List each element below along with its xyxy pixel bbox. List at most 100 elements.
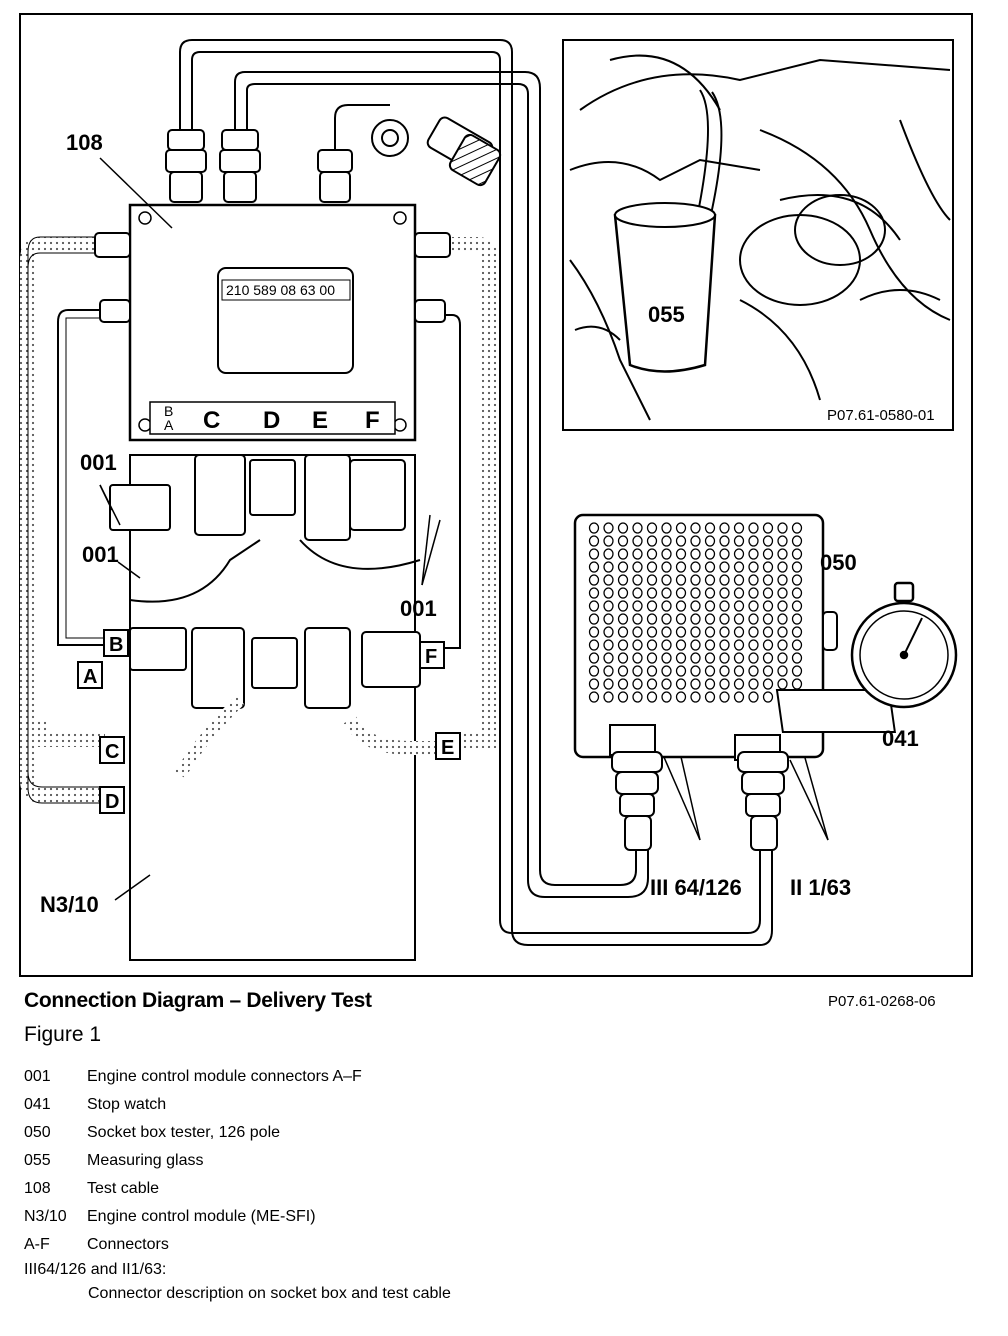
socket-pin [632, 691, 643, 703]
legend-item: 108 Test cable [24, 1175, 584, 1203]
socket-pin [588, 665, 600, 677]
legend-key: 108 [24, 1180, 51, 1197]
figure-caption: Connection Diagram – Delivery Test P07.6… [0, 985, 1008, 1336]
socket-pin [690, 678, 701, 690]
legend: 001 Engine control module connectors A–F… [24, 1063, 584, 1303]
socket-pin [588, 535, 600, 547]
socket-pin [791, 600, 803, 612]
socket-pin [791, 587, 803, 599]
socket-pin [617, 639, 629, 651]
socket-pin [646, 574, 658, 586]
socket-pin [632, 574, 643, 586]
socket-pin [719, 548, 730, 560]
socket-pin [675, 665, 687, 677]
socket-pin [704, 574, 716, 586]
legend-item: A-F Connectors [24, 1231, 584, 1259]
socket-pin [675, 535, 687, 547]
socket-pin [603, 574, 614, 586]
socket-pin [748, 652, 759, 664]
socket-pin [719, 535, 730, 547]
right-harness [343, 237, 498, 755]
socket-pin [661, 665, 672, 677]
socket-pin [632, 665, 643, 677]
socket-pin [675, 574, 687, 586]
main-cable [179, 39, 773, 946]
socket-pin [704, 691, 716, 703]
socket-pin [632, 613, 643, 625]
socket-pin [646, 691, 658, 703]
callout-001-upper: 001 [80, 450, 117, 475]
socket-pin [632, 561, 643, 573]
caption-figure-number: Figure 1 [24, 1023, 102, 1046]
socket-pin [661, 548, 672, 560]
socket-pin [762, 652, 774, 664]
socket-pin [661, 626, 672, 638]
socket-pin [690, 600, 701, 612]
socket-pin [632, 626, 643, 638]
leader-lines [99, 157, 829, 901]
socket-pin [646, 639, 658, 651]
socket-pin [748, 600, 759, 612]
socket-pin [791, 652, 803, 664]
tag-d-box [99, 786, 125, 814]
legend-footnote-description: Connector description on socket box and … [88, 1285, 451, 1302]
socket-pin [719, 574, 730, 586]
socket-pin [704, 652, 716, 664]
legend-key: 041 [24, 1096, 51, 1113]
socket-pin [690, 561, 701, 573]
socket-pin [719, 600, 730, 612]
socket-pin [617, 574, 629, 586]
socket-pin [675, 522, 687, 534]
socket-pin [646, 613, 658, 625]
socket-pin [661, 652, 672, 664]
socket-pin [603, 652, 614, 664]
socket-pin [632, 639, 643, 651]
socket-pin [588, 561, 600, 573]
socket-pin [748, 561, 759, 573]
socket-pin [646, 652, 658, 664]
socket-pin [748, 678, 759, 690]
socket-pin [617, 626, 629, 638]
socket-pin [762, 678, 774, 690]
socket-pin [588, 678, 600, 690]
socket-pin [777, 678, 788, 690]
callout-iii-64-126: III 64/126 [650, 875, 742, 900]
socket-pin [704, 600, 716, 612]
socket-pin [791, 639, 803, 651]
socket-pin [733, 587, 745, 599]
socket-pin [675, 587, 687, 599]
socket-pin [603, 626, 614, 638]
socket-pin [733, 574, 745, 586]
socket-pin [748, 639, 759, 651]
socket-pin [690, 587, 701, 599]
socket-pin [675, 652, 687, 664]
connector-tags [77, 629, 461, 814]
socket-pin [661, 600, 672, 612]
legend-text: Test cable [87, 1180, 160, 1197]
tag-b-box [103, 629, 129, 657]
socket-pin [748, 535, 759, 547]
socket-pin [690, 574, 701, 586]
callout-001-right: 001 [400, 596, 437, 621]
legend-key: N3/10 [24, 1208, 67, 1225]
socket-pin [690, 665, 701, 677]
socket-pin [762, 522, 774, 534]
socket-pin [791, 548, 803, 560]
socket-pin [704, 535, 716, 547]
legend-text: Engine control module connectors A–F [87, 1068, 362, 1085]
socket-pin [617, 652, 629, 664]
socket-pin [632, 587, 643, 599]
socket-pin [646, 626, 658, 638]
socket-pin [661, 574, 672, 586]
socket-pin [646, 600, 658, 612]
socket-pin [733, 678, 745, 690]
ecm-n3-10-housing [129, 454, 416, 961]
socket-pin [733, 522, 745, 534]
tag-a: A [83, 666, 97, 688]
socket-pin [661, 613, 672, 625]
socket-pin [704, 678, 716, 690]
socket-pin [762, 691, 774, 703]
legend-item: 001 Engine control module connectors A–F [24, 1063, 584, 1091]
socket-pin [762, 600, 774, 612]
part-number-text: 210 589 08 63 00 [226, 282, 335, 298]
